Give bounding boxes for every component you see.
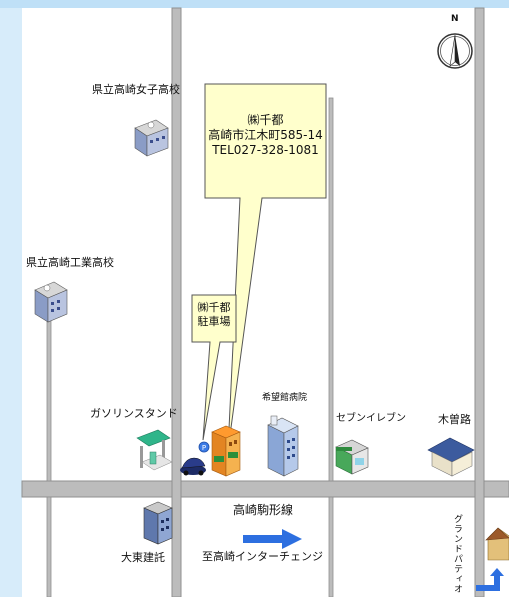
road-vertical-far-left-lower [46, 496, 52, 597]
label-kisoji: 木曽路 [438, 413, 471, 426]
road-vertical-mid-lower [328, 496, 334, 597]
company-building-icon [211, 425, 241, 477]
label-tech-high-school: 県立高崎工業高校 [26, 256, 114, 269]
label-direction-ic: 至高崎インターチェンジ [202, 550, 323, 563]
road-vertical-far-left [46, 317, 52, 482]
daito-building-icon [143, 501, 173, 545]
parking-callout-text: ㈱千都 駐車場 [192, 301, 236, 329]
company-address: 高崎市江木町585-14 [208, 128, 323, 142]
restaurant-building-icon [427, 437, 475, 477]
hospital-building-icon [267, 415, 299, 477]
convenience-store-icon [335, 439, 369, 475]
parking-company-name: ㈱千都 [197, 301, 231, 314]
main-road-horizontal [21, 480, 509, 498]
svg-text:P: P [202, 444, 206, 452]
company-phone: TEL027-328-1081 [212, 143, 319, 157]
road-vertical-mid [328, 97, 334, 482]
label-gas-station: ガソリンスタンド [90, 407, 178, 420]
school-building-icon-girls [134, 119, 169, 157]
label-grand-patio: グランドパティオ [452, 514, 462, 594]
compass-label: N [451, 14, 459, 24]
label-girls-high-school: 県立高崎女子高校 [92, 83, 180, 96]
label-road-name: 高崎駒形線 [233, 503, 294, 517]
label-hospital: 希望館病院 [262, 393, 308, 403]
parking-label: 駐車場 [197, 315, 231, 328]
turn-arrow-icon [476, 568, 504, 591]
company-name: ㈱千都 [247, 113, 284, 127]
direction-arrow-icon [243, 529, 302, 549]
school-building-icon-tech [34, 281, 68, 323]
label-daito: 大東建託 [121, 551, 165, 564]
car-icon: P [180, 441, 210, 476]
compass-icon [437, 33, 473, 69]
label-seven-eleven: セブンイレブン [336, 413, 406, 424]
road-vertical-left [171, 7, 182, 597]
gas-station-icon [136, 429, 173, 471]
main-callout-text: ㈱千都 高崎市江木町585-14 TEL027-328-1081 [205, 113, 326, 158]
main-callout [204, 83, 327, 451]
road-vertical-right [474, 7, 485, 597]
parking-callout [191, 294, 237, 441]
grand-patio-building-icon [485, 527, 509, 561]
